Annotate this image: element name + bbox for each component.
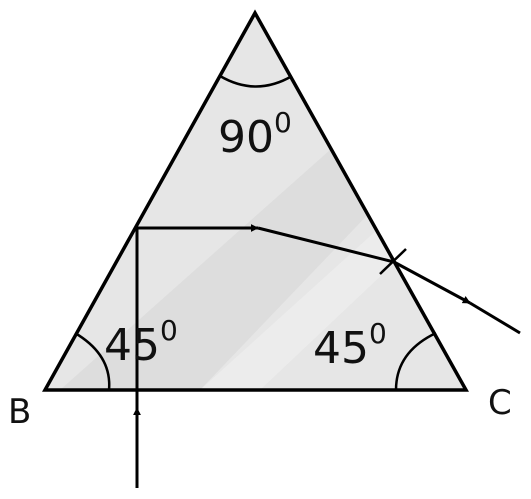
ray-to-exit: [257, 226, 395, 264]
exit-point-mark: [379, 248, 407, 275]
right-angle-arc: [394, 331, 437, 391]
emergent-ray-tail: [469, 301, 521, 335]
apex-angle-label: 900: [218, 106, 292, 163]
prism-sheen: [60, 150, 440, 390]
vertex-b-label: B: [8, 392, 31, 432]
left-angle-arc: [74, 331, 111, 391]
apex-angle-arc: [219, 74, 293, 88]
prism-outline: [42, 9, 469, 392]
vertex-c-label: C: [488, 383, 512, 423]
emergent-ray: [393, 260, 471, 305]
right-angle-label: 450: [313, 317, 387, 374]
left-angle-label: 450: [104, 314, 178, 371]
prism-body: [45, 13, 466, 390]
